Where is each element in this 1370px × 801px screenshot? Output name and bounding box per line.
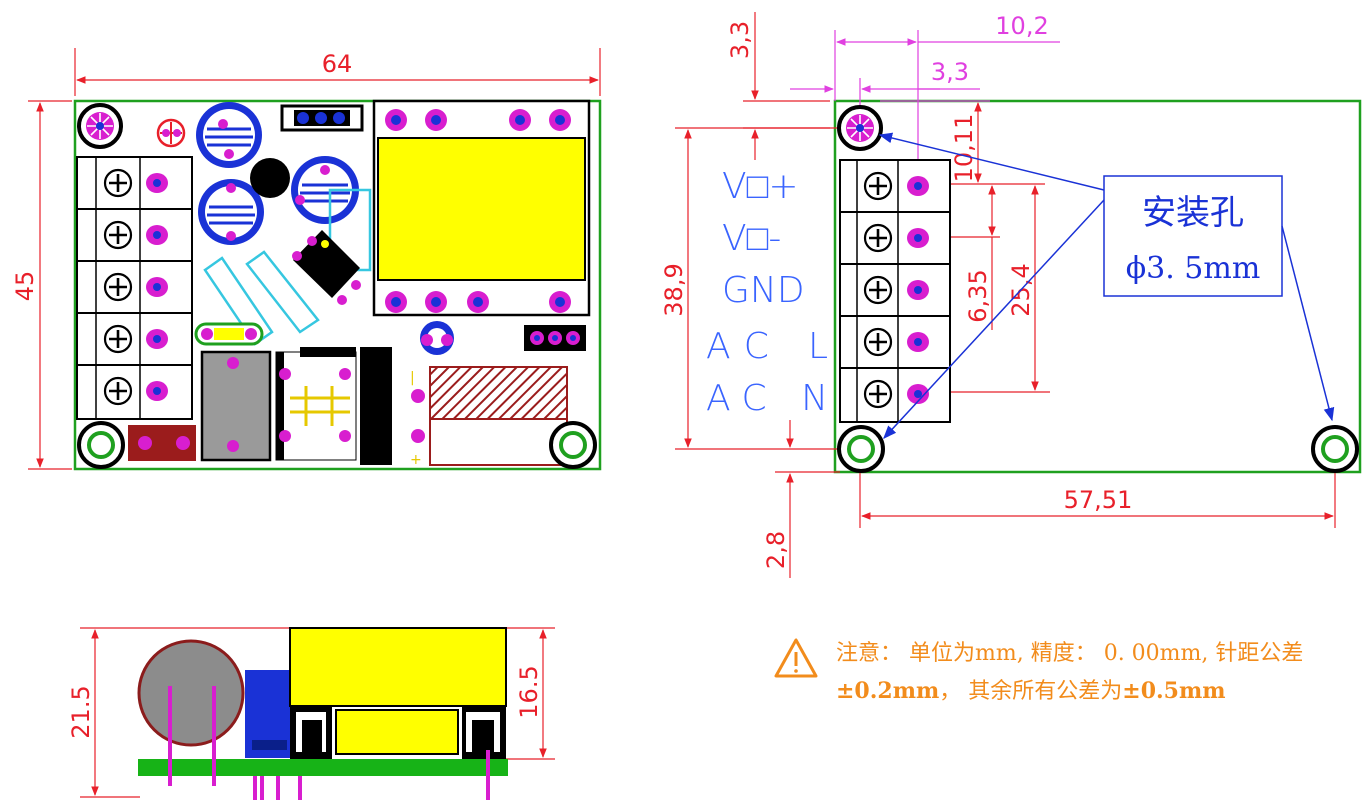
svg-text:+: + [410, 452, 422, 468]
black-round-component [250, 158, 290, 198]
mounting-hole-bottom-right [549, 421, 597, 469]
pin-label-ac-n: AC N [706, 378, 828, 419]
svg-text:|: | [410, 370, 415, 386]
terminal-block [76, 156, 193, 420]
transformer [372, 99, 591, 317]
tolerance-note: 注意： 单位为mm, 精度： 0. 00mm, 针距公差 ±0.2mm， 其余所… [774, 638, 1303, 704]
side-transformer [289, 627, 507, 707]
dim-pin-pitch: 6,35 [964, 269, 992, 322]
ic-package [292, 230, 361, 305]
brown-component [128, 425, 196, 461]
dim-pin-offset-x: 10,2 [995, 12, 1048, 40]
top-view: 64 45 [11, 48, 602, 471]
mounting-hole-right-bottom-right [1311, 425, 1359, 473]
note-line-2-text: ， 其余所有公差为 [939, 679, 1122, 704]
mounting-hole-callout: 安装孔 ϕ3. 5mm [878, 132, 1335, 439]
header-top [280, 104, 364, 132]
dim-hole-bottom: 2,8 [762, 531, 790, 569]
diode-pads: | + [410, 370, 425, 468]
side-pcb [138, 759, 508, 776]
dim-hole-spacing-x: 57,51 [1064, 486, 1133, 514]
side-total-height: 21.5 [67, 685, 95, 738]
mounting-hole-bottom-left [77, 421, 125, 469]
mounting-hole-right-bottom-left [837, 425, 885, 473]
resistor [194, 322, 264, 346]
dim-hole-offset-x: 3,3 [931, 58, 969, 86]
small-capacitor [420, 321, 454, 355]
capacitors [196, 102, 359, 245]
side-view: 21.5 16.5 [67, 627, 555, 800]
callout-diameter: ϕ3. 5mm [1126, 251, 1261, 286]
mounting-hole-right-top [837, 105, 883, 151]
dim-hole-offset-y: 3,3 [726, 21, 754, 59]
terminal-block-right [839, 159, 951, 423]
top-width-dimension: 64 [322, 50, 353, 78]
mounting-hole-top-left [77, 103, 123, 149]
pin-view: 3,3 10,2 3,3 10,11 6,35 25,4 38,9 [660, 12, 1362, 578]
side-round-component [137, 639, 245, 747]
warning-icon [774, 638, 818, 678]
pin-label-vout-plus: V□+ [722, 166, 799, 207]
dim-pin-y-offset: 10,11 [950, 114, 978, 183]
callout-title: 安装孔 [1142, 193, 1244, 233]
note-tolerance-pin: ±0.2mm [836, 678, 939, 704]
pin-label-vout-minus: V□- [722, 218, 781, 259]
side-body-height: 16.5 [515, 665, 543, 718]
header-right [524, 325, 586, 351]
note-line-2: ±0.2mm， 其余所有公差为±0.5mm [836, 678, 1226, 704]
pin-label-ac-l: AC L [706, 326, 828, 367]
pin-label-gnd: GND [722, 270, 805, 311]
black-relay [360, 347, 392, 465]
dim-hole-spacing-y: 38,9 [660, 263, 688, 316]
common-mode-choke [275, 351, 357, 461]
top-height-dimension: 45 [11, 271, 39, 302]
hatched-component [429, 366, 568, 466]
note-line-1: 注意： 单位为mm, 精度： 0. 00mm, 针距公差 [836, 641, 1303, 666]
note-tolerance-other: ±0.5mm [1122, 678, 1225, 704]
grey-component [200, 350, 272, 462]
fuse-marker [156, 118, 186, 148]
